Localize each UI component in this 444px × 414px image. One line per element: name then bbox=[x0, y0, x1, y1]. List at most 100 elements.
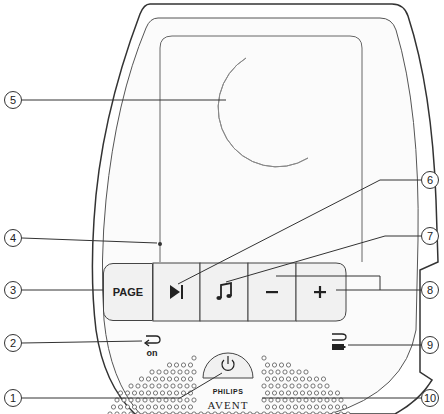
speaker-hole bbox=[290, 412, 294, 414]
battery-icon-tip bbox=[344, 346, 346, 348]
speaker-hole bbox=[321, 391, 325, 395]
callout-number: 10 bbox=[421, 389, 439, 407]
speaker-hole bbox=[307, 405, 311, 409]
callout-number: 8 bbox=[421, 281, 439, 299]
music-icon-note bbox=[226, 294, 231, 298]
speaker-hole bbox=[325, 384, 329, 388]
plus-button bbox=[296, 263, 346, 321]
speaker-hole bbox=[279, 363, 283, 367]
speaker-hole bbox=[153, 377, 157, 381]
speaker-hole bbox=[157, 384, 161, 388]
minus-button bbox=[248, 263, 296, 321]
speaker-hole bbox=[139, 377, 143, 381]
speaker-hole bbox=[265, 391, 269, 395]
speaker-hole bbox=[160, 391, 164, 395]
speaker-hole bbox=[146, 405, 150, 409]
speaker-hole bbox=[171, 384, 175, 388]
speaker-hole bbox=[185, 398, 189, 402]
speaker-hole bbox=[129, 384, 133, 388]
speaker-hole bbox=[164, 384, 168, 388]
front-face bbox=[102, 18, 418, 414]
speaker-hole bbox=[346, 412, 350, 414]
speaker-hole bbox=[311, 412, 315, 414]
speaker-hole bbox=[321, 405, 325, 409]
speaker-hole bbox=[325, 398, 329, 402]
speaker-hole bbox=[293, 405, 297, 409]
speaker-hole bbox=[146, 391, 150, 395]
speaker-hole bbox=[262, 412, 266, 414]
speaker-hole bbox=[178, 384, 182, 388]
speaker-hole bbox=[314, 391, 318, 395]
speaker-hole bbox=[290, 370, 294, 374]
speaker-hole bbox=[262, 398, 266, 402]
speaker-hole bbox=[286, 363, 290, 367]
speaker-hole bbox=[297, 412, 301, 414]
speaker-hole bbox=[332, 412, 336, 414]
speaker-hole bbox=[167, 405, 171, 409]
speaker-hole bbox=[118, 405, 122, 409]
speaker-hole bbox=[174, 405, 178, 409]
speaker-hole bbox=[122, 398, 126, 402]
speaker-hole bbox=[307, 377, 311, 381]
speaker-hole bbox=[328, 405, 332, 409]
speaker-hole bbox=[269, 370, 273, 374]
speaker-hole bbox=[304, 384, 308, 388]
speaker-hole bbox=[272, 377, 276, 381]
speaker-hole bbox=[132, 405, 136, 409]
button-label: PAGE bbox=[113, 286, 143, 298]
speaker-hole bbox=[272, 391, 276, 395]
speaker-hole bbox=[167, 391, 171, 395]
speaker-hole bbox=[192, 398, 196, 402]
speaker-hole bbox=[199, 412, 203, 414]
speaker-hole bbox=[171, 370, 175, 374]
speaker-hole bbox=[206, 412, 210, 414]
speaker-hole bbox=[150, 412, 154, 414]
speaker-hole bbox=[150, 370, 154, 374]
speaker-hole bbox=[164, 398, 168, 402]
speaker-hole bbox=[115, 398, 119, 402]
speaker-hole bbox=[178, 398, 182, 402]
speaker-hole bbox=[318, 412, 322, 414]
speaker-hole bbox=[318, 398, 322, 402]
speaker-hole bbox=[314, 377, 318, 381]
speaker-hole bbox=[146, 377, 150, 381]
brand-name: PHILIPS bbox=[213, 388, 244, 395]
speaker-hole bbox=[304, 370, 308, 374]
speaker-hole bbox=[160, 377, 164, 381]
speaker-hole bbox=[115, 412, 119, 414]
speaker-hole bbox=[181, 377, 185, 381]
speaker-hole bbox=[304, 412, 308, 414]
speaker-hole bbox=[265, 405, 269, 409]
speaker-hole bbox=[139, 391, 143, 395]
speaker-hole bbox=[185, 370, 189, 374]
speaker-hole bbox=[276, 412, 280, 414]
speaker-hole bbox=[300, 405, 304, 409]
speaker-hole bbox=[136, 398, 140, 402]
speaker-hole bbox=[125, 405, 129, 409]
speaker-hole bbox=[248, 412, 252, 414]
speaker-hole bbox=[279, 377, 283, 381]
minus-icon bbox=[266, 291, 278, 293]
speaker-hole bbox=[129, 398, 133, 402]
leader-lines bbox=[22, 100, 421, 398]
speaker-hole bbox=[108, 412, 112, 414]
speaker-hole bbox=[157, 370, 161, 374]
speaker-hole bbox=[157, 412, 161, 414]
speaker-hole bbox=[328, 391, 332, 395]
speaker-hole bbox=[262, 384, 266, 388]
speaker-hole bbox=[283, 412, 287, 414]
speaker-hole bbox=[129, 412, 133, 414]
speaker-hole bbox=[143, 412, 147, 414]
speaker-hole bbox=[269, 412, 273, 414]
speaker-hole bbox=[174, 363, 178, 367]
speaker-hole bbox=[167, 377, 171, 381]
speaker-hole bbox=[293, 377, 297, 381]
on-indicator-icon bbox=[146, 336, 160, 343]
housing-outline bbox=[92, 4, 438, 414]
speaker-hole bbox=[192, 384, 196, 388]
speaker-hole bbox=[118, 391, 122, 395]
speaker-hole bbox=[307, 391, 311, 395]
speaker-hole bbox=[290, 398, 294, 402]
speaker-hole bbox=[276, 370, 280, 374]
